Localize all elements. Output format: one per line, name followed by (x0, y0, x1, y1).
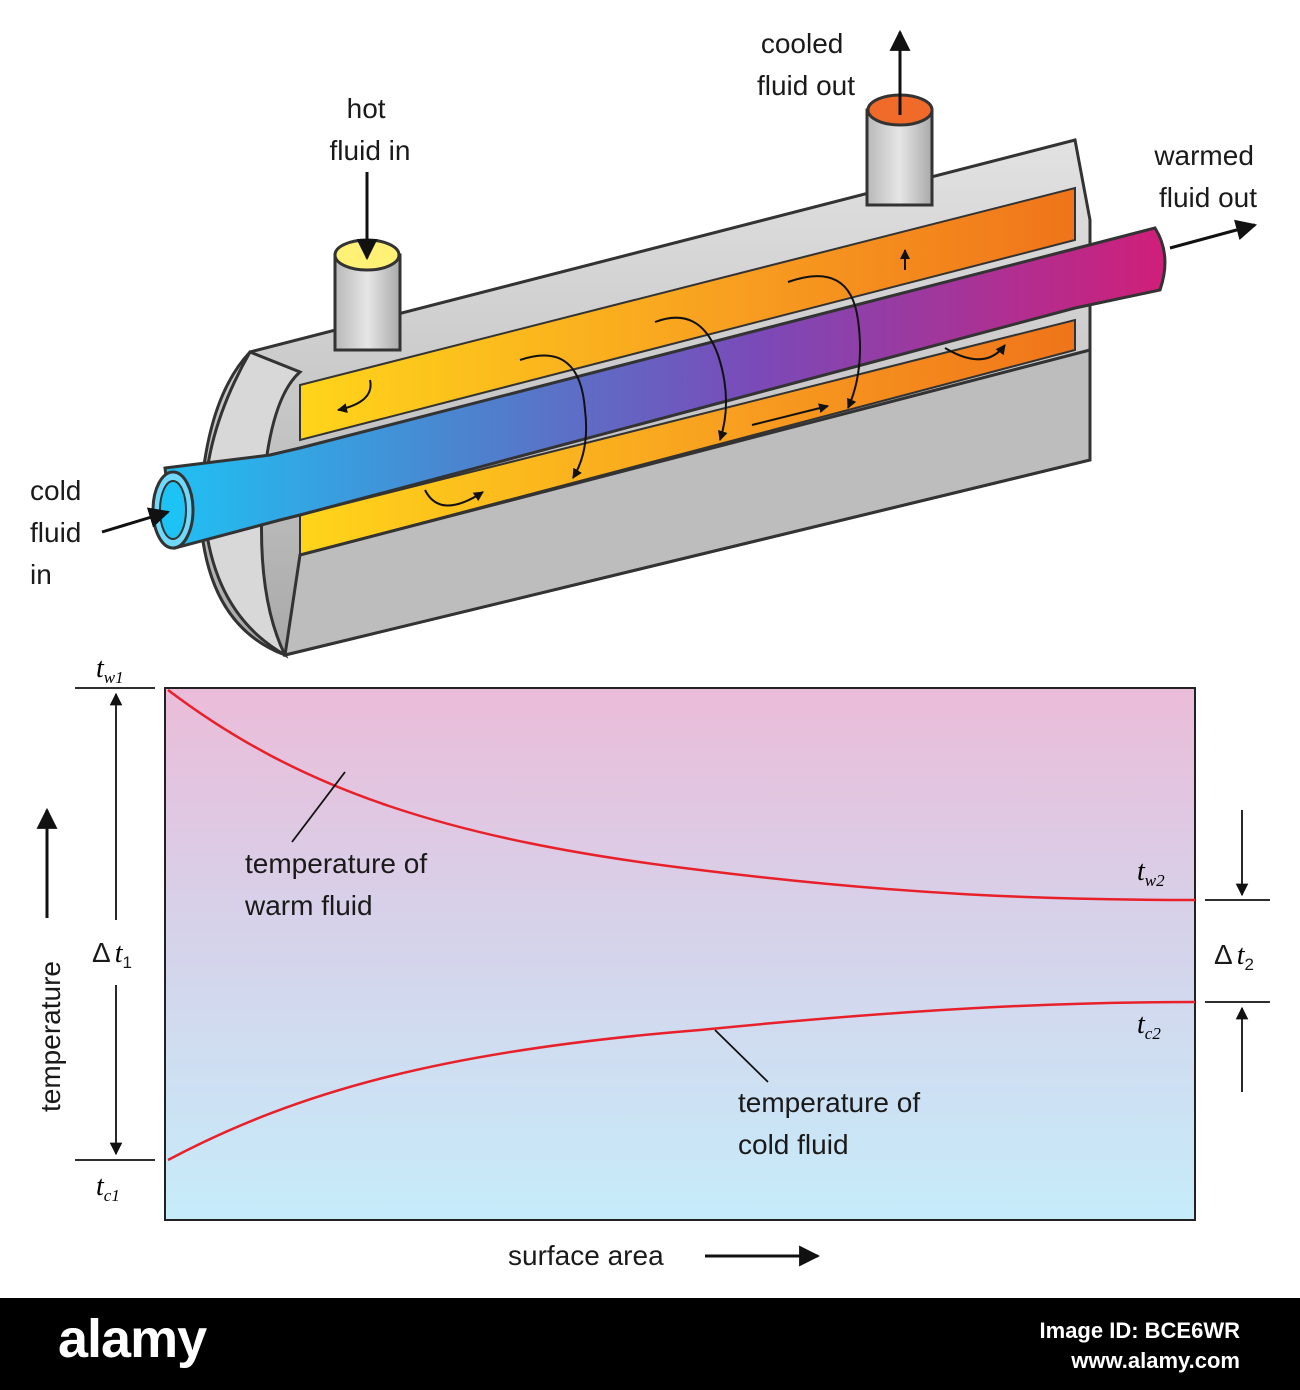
tw1-label: tw1 (96, 653, 124, 687)
tc1-label: tc1 (96, 1171, 120, 1205)
cold-in-arrow (101, 507, 171, 534)
flow-swirl-arrows (337, 249, 1006, 507)
warm-curve-leader (291, 771, 346, 843)
inner-pipe-bore (159, 480, 187, 540)
heat-exchanger-illustration: hot fluid in cooled fluid out warmed flu… (30, 28, 1261, 659)
cooled-out-label: cooled fluid out (757, 28, 855, 101)
warmed-out-label: warmed fluid out (1153, 140, 1261, 213)
shell-fluid-lower (299, 318, 1076, 557)
footer-image-id: Image ID: BCE6WR www.alamy.com (1040, 1316, 1240, 1376)
temperature-profile-plot: temperature of warm fluid temperature of… (35, 653, 1270, 1271)
site-url-text: www.alamy.com (1071, 1348, 1240, 1373)
surface-area-axis-label: surface area (508, 1240, 664, 1271)
tc2-label: tc2 (1137, 1009, 1161, 1043)
heat-exchanger-diagram: hot fluid in cooled fluid out warmed flu… (30, 28, 1270, 1271)
plot-area (164, 687, 1196, 1221)
warm-curve-label: temperature of warm fluid (244, 848, 435, 921)
tw2-label: tw2 (1137, 856, 1165, 890)
shell-fluid-upper (299, 186, 1076, 442)
shell-wall-lower (283, 348, 1092, 657)
hot-in-label: hot fluid in (330, 93, 411, 166)
warm-fluid-curve (167, 689, 1196, 902)
inner-pipe (163, 226, 1167, 550)
footer-logo: alamy (58, 1309, 207, 1369)
cold-curve-label: temperature of cold fluid (738, 1087, 928, 1160)
image-id-text: Image ID: BCE6WR (1039, 1318, 1240, 1343)
cold-fluid-curve (167, 1000, 1196, 1162)
cold-in-label: cold fluid in (30, 475, 89, 590)
footer-bar: alamy Image ID: BCE6WR www.alamy.com (0, 1298, 1300, 1390)
temperature-axis-label: temperature (35, 961, 66, 1112)
warmed-out-arrow (1169, 219, 1258, 250)
cold-curve-leader (714, 1029, 769, 1083)
